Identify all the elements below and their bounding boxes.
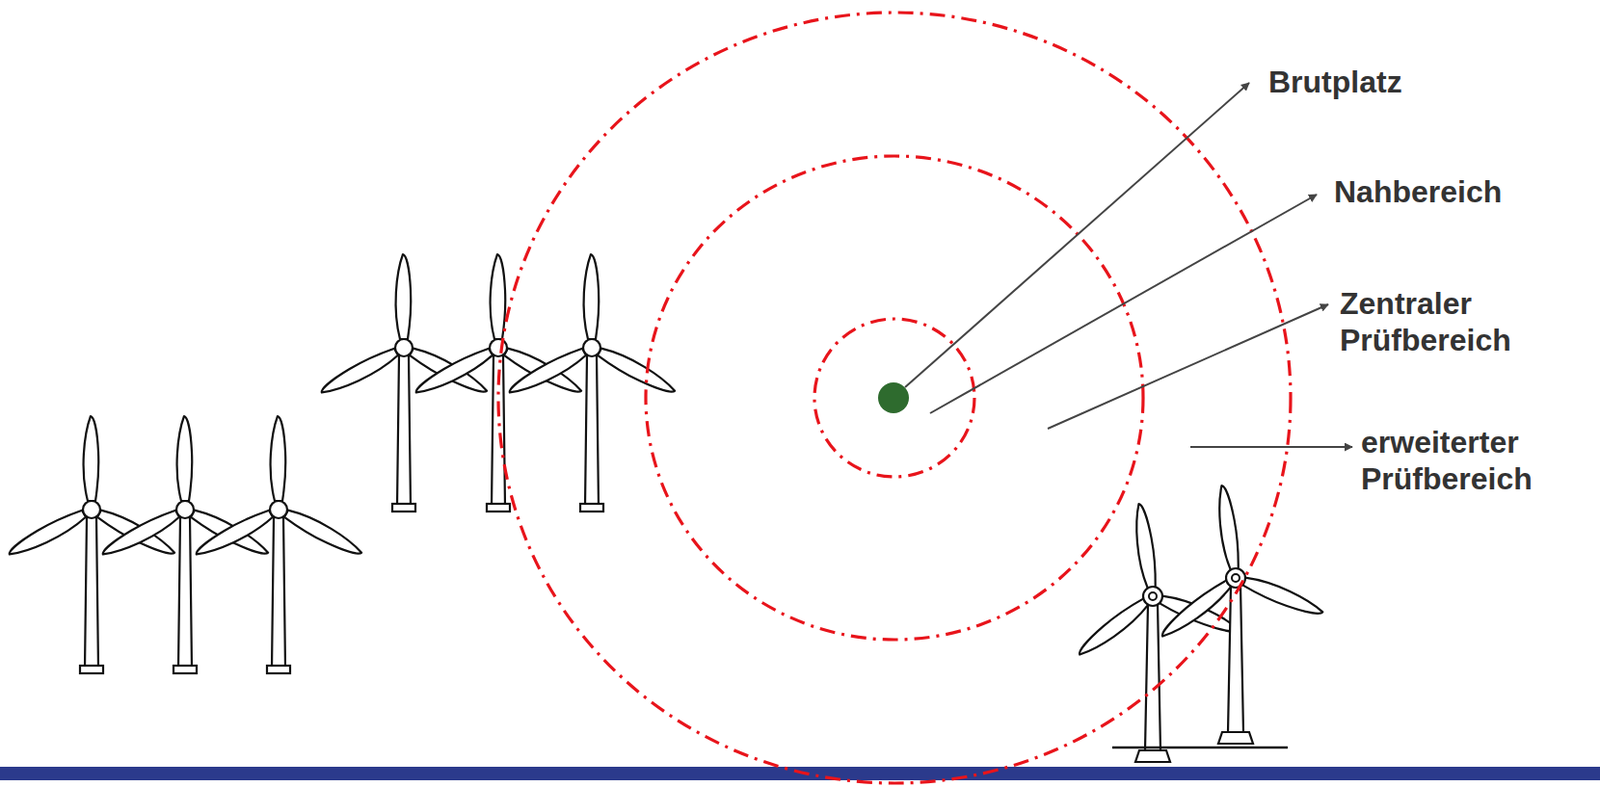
turbine-group: [5, 416, 366, 674]
zone-rings: [498, 12, 1291, 784]
extended-zone-label: erweiterter Prüfbereich: [1360, 424, 1578, 498]
leader-lines: [905, 82, 1353, 448]
near-zone-label: Nahbereich: [1333, 173, 1595, 211]
central-zone-label: Zentraler Prüfbereich: [1339, 285, 1557, 359]
breeding-site-dot: [878, 382, 909, 414]
breeding-site-label: Brutplatz: [1268, 63, 1558, 101]
